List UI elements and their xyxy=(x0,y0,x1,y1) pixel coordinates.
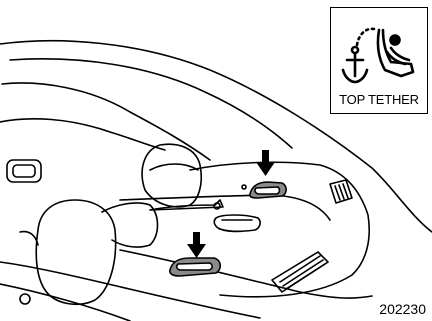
arrow-lower xyxy=(187,232,206,258)
roof-inner-line xyxy=(10,59,292,148)
arrow-upper xyxy=(256,150,275,176)
speaker-grille-lower xyxy=(272,252,328,292)
top-tether-icon-box: TOP TETHER xyxy=(330,7,428,114)
bottom-edge xyxy=(0,262,260,318)
tether-anchor-lower xyxy=(170,258,220,276)
anchor-child-seat-icon xyxy=(331,12,427,92)
rear-seat-left xyxy=(20,200,158,304)
speaker-grille-upper xyxy=(330,180,352,203)
side-vent xyxy=(7,160,41,182)
figure-number: 202230 xyxy=(379,301,426,317)
marker-dot xyxy=(242,185,246,189)
window-line xyxy=(0,119,165,150)
tether-anchor-upper xyxy=(250,182,286,198)
shelf-lower-edge xyxy=(120,250,372,298)
seat-belt-strap xyxy=(150,200,223,210)
center-slot xyxy=(214,215,260,231)
top-tether-label: TOP TETHER xyxy=(331,92,427,107)
pillar-line xyxy=(2,83,210,160)
